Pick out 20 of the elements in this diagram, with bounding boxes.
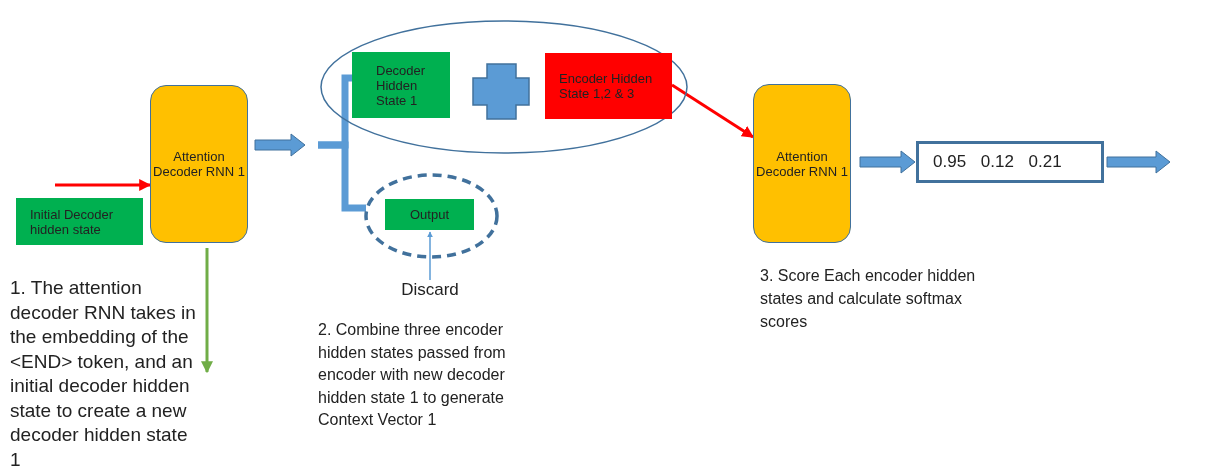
arrow bbox=[671, 83, 754, 139]
discard-text: Discard bbox=[392, 280, 468, 300]
arrow bbox=[201, 248, 213, 374]
arrow bbox=[55, 179, 152, 191]
state-box: Initial Decoder hidden state bbox=[16, 198, 143, 245]
state-box: Output bbox=[385, 199, 474, 230]
block-arrow bbox=[859, 150, 916, 174]
step-description: 1. The attention decoder RNN takes in the embedding of the <END> token, and an initial decoder hidden state to create a new decoder hidden state 1 bbox=[10, 276, 202, 466]
state-box: Encoder Hidden State 1,2 & 3 bbox=[545, 53, 672, 119]
score-box: 0.95 0.12 0.21 bbox=[916, 141, 1104, 183]
ellipse bbox=[320, 20, 688, 154]
rnn-box: Attention Decoder RNN 1 bbox=[753, 84, 851, 243]
block-arrow bbox=[254, 133, 306, 157]
rnn-box: Attention Decoder RNN 1 bbox=[150, 85, 248, 243]
step-description: 3. Score Each encoder hidden states and calculate softmax scores bbox=[760, 266, 977, 332]
dashed-ellipse bbox=[365, 174, 498, 258]
block-arrow bbox=[1106, 150, 1171, 174]
step-description: 2. Combine three encoder hidden states passed from encoder with new decoder hidden state 1 to generate Context Vector 1 bbox=[318, 320, 507, 430]
arrow bbox=[427, 231, 433, 281]
state-box: Decoder Hidden State 1 bbox=[352, 52, 450, 118]
